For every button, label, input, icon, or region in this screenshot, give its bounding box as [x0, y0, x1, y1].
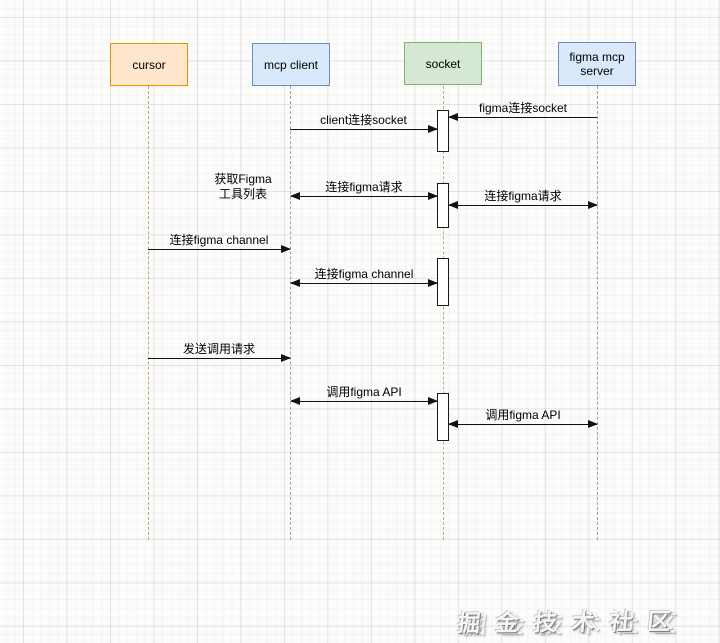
lifeline-figma-mcp-server: [597, 86, 598, 540]
arrowhead-left-icon: [290, 279, 300, 287]
actor-box-cursor: cursor: [110, 43, 188, 86]
arrowhead-left-icon: [290, 397, 300, 405]
message-line: [291, 196, 437, 197]
message-label: 连接figma channel: [169, 233, 269, 247]
lifeline-mcp-client: [290, 86, 291, 540]
lifeline-cursor: [148, 86, 149, 540]
arrowhead-left-icon: [290, 192, 300, 200]
message-label: 连接figma channel: [314, 267, 414, 281]
arrowhead-left-icon: [448, 420, 458, 428]
message-label: figma连接socket: [478, 101, 568, 115]
message-line: [449, 424, 597, 425]
message-line: [148, 358, 290, 359]
arrowhead-left-icon: [448, 113, 458, 121]
message-line: [449, 117, 597, 118]
message-line: [290, 129, 437, 130]
message-label: client连接socket: [320, 113, 407, 127]
arrowhead-left-icon: [448, 201, 458, 209]
watermark-text: 掘金技术社区: [456, 608, 687, 637]
watermark-ghost-text: 掘金技术社区: [461, 610, 693, 639]
arrowhead-right-icon: [428, 397, 438, 405]
message-line: [148, 249, 290, 250]
message-label: 调用figma API: [485, 408, 561, 422]
arrowhead-right-icon: [428, 125, 438, 133]
actor-box-mcp-client: mcp client: [252, 43, 330, 86]
message-line: [291, 283, 437, 284]
arrowhead-right-icon: [281, 354, 291, 362]
message-label: 连接figma请求: [325, 180, 403, 194]
message-label: 调用figma API: [326, 385, 402, 399]
activation-bar-3: [437, 258, 449, 306]
arrowhead-right-icon: [428, 192, 438, 200]
message-line: [291, 401, 437, 402]
note-get-figma-tool-list: 获取Figma 工具列表: [214, 172, 272, 201]
actor-box-socket: socket: [404, 42, 482, 85]
message-line: [449, 205, 597, 206]
arrowhead-right-icon: [588, 420, 598, 428]
arrowhead-right-icon: [281, 245, 291, 253]
watermark: 掘金技术社区 掘金技术社区: [456, 602, 716, 638]
arrowhead-right-icon: [588, 201, 598, 209]
lifeline-socket: [443, 86, 444, 540]
actor-box-figma-mcp-server: figma mcp server: [558, 42, 636, 86]
activation-bar-4: [437, 393, 449, 441]
arrowhead-right-icon: [428, 279, 438, 287]
message-label: 发送调用请求: [182, 342, 255, 356]
message-label: 连接figma请求: [484, 189, 562, 203]
